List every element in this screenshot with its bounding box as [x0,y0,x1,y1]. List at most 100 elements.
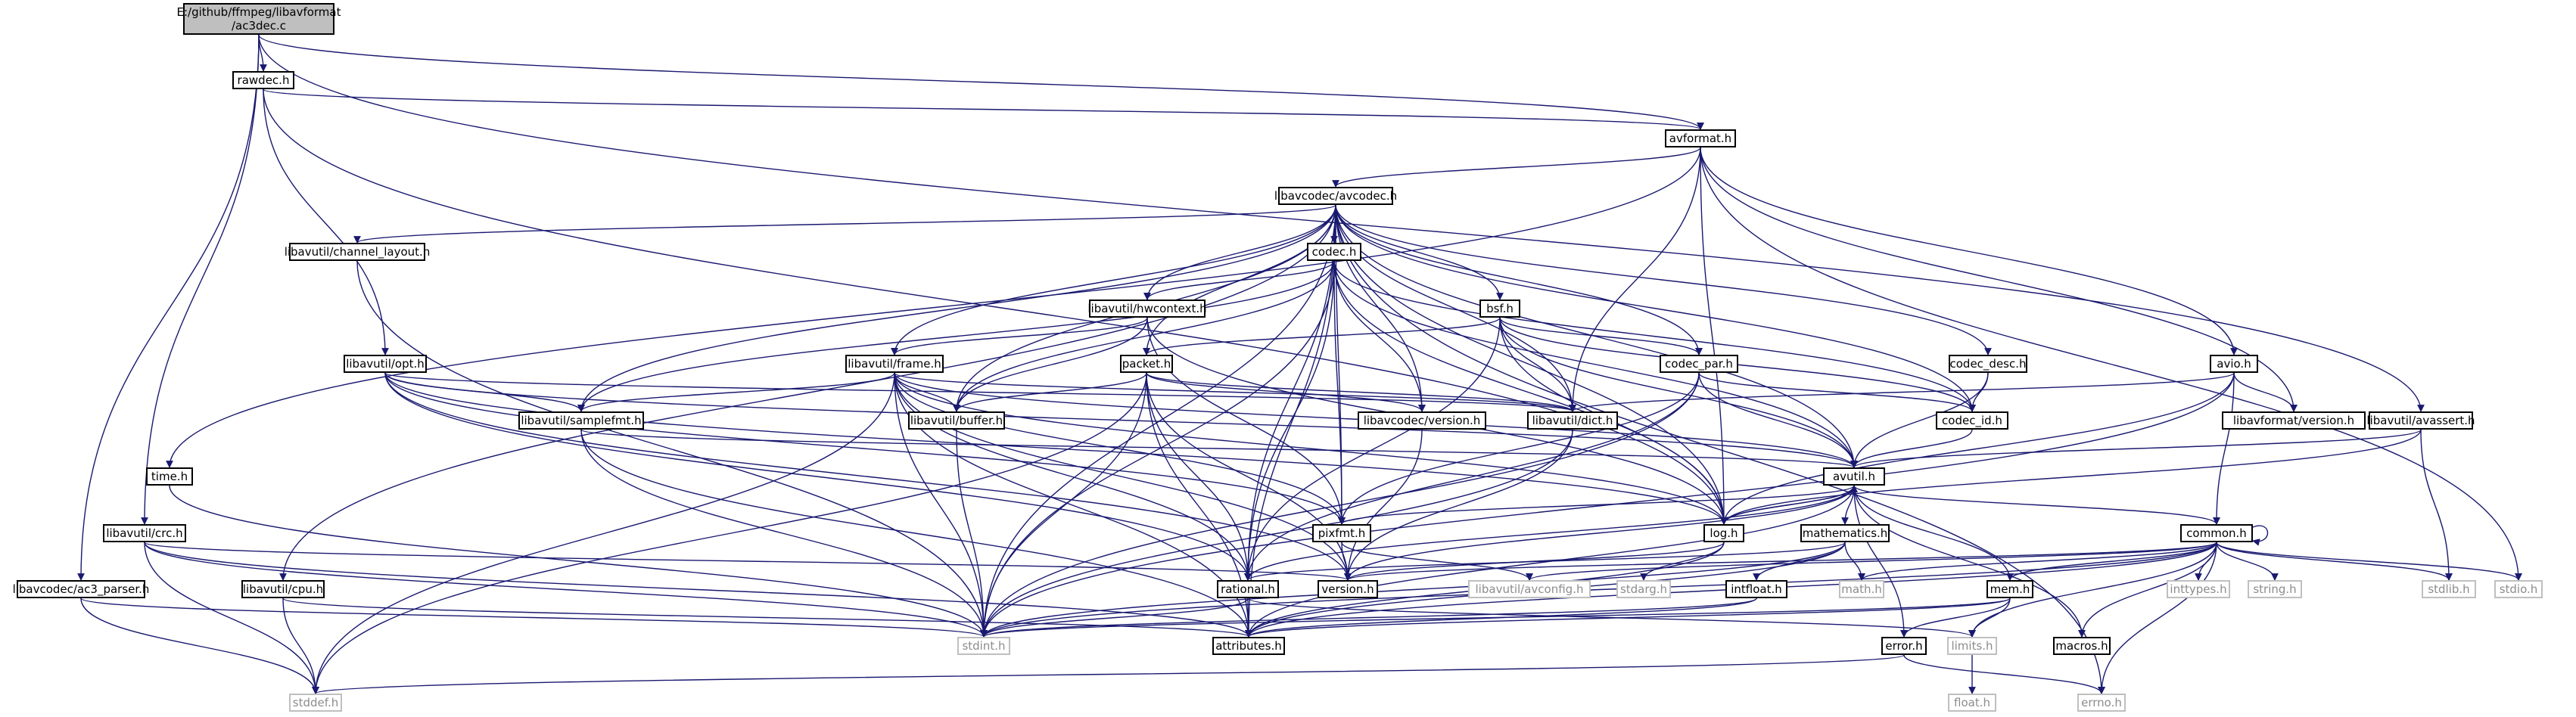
edge-opt-to-version [384,372,1352,581]
node-macros[interactable]: macros.h [2053,637,2111,655]
edge-avutil-to-macros [1853,485,2086,638]
node-avassert[interactable]: libavutil/avassert.h [2366,411,2475,430]
edge-codec-to-pixfmt [1333,260,1346,525]
edge-samplefmt-to-attributes [580,429,1252,638]
edge-avcodec-to-codec-par [1335,204,1703,355]
edge-common-to-math [1858,542,2217,581]
edge-common-to-errno [2098,542,2217,694]
edge-ac3-parser-to-stdint [80,598,988,638]
node-pixfmt[interactable]: pixfmt.h [1312,524,1371,542]
edge-error-to-stddef [312,654,1905,694]
edge-rational-to-stdint [980,598,1249,638]
edge-avformat-to-time [166,147,1701,468]
node-samplefmt[interactable]: libavutil/samplefmt.h [518,411,644,430]
node-log[interactable]: log.h [1703,524,1744,542]
node-cpu[interactable]: libavutil/cpu.h [241,580,325,598]
node-common[interactable]: common.h [2180,524,2253,542]
edge-common-to-string [2216,542,2279,581]
edge-avcodec-to-log [1335,204,1728,525]
node-crc[interactable]: libavutil/crc.h [103,524,186,542]
edge-bsf-to-codec-par [1499,317,1703,355]
edge-frame-to-samplefmt [577,372,895,412]
edge-avformat-to-avformat-version [1700,147,2298,412]
node-attributes[interactable]: attributes.h [1212,637,1285,655]
node-packet[interactable]: packet.h [1120,355,1173,373]
edge-cpu-to-attributes [282,598,1252,638]
edge-frame-to-stddef [312,372,895,694]
edge-rawdec-to-opt [263,88,389,355]
node-dict[interactable]: libavutil/dict.h [1527,411,1618,430]
node-version[interactable]: version.h [1318,580,1378,598]
edge-intfloat-to-stdint [980,598,1757,638]
edge-mem-to-attributes [1245,598,2011,638]
node-float: float.h [1948,694,1996,712]
node-math: math.h [1839,580,1884,598]
node-codec-desc[interactable]: codec_desc.h [1949,355,2027,373]
edge-opt-to-pixfmt [384,372,1346,525]
node-ac3-parser[interactable]: libavcodec/ac3_parser.h [13,580,149,598]
node-codec-par[interactable]: codec_par.h [1660,355,1738,373]
edge-bsf-to-packet [1143,317,1501,355]
node-mem[interactable]: mem.h [1986,580,2033,598]
node-rawdec[interactable]: rawdec.h [232,71,294,89]
edge-avio-to-log [1720,372,2235,525]
edge-packet-to-buffer [953,372,1147,412]
edge-mem-to-avutil [1850,485,2011,581]
edge-cpu-to-stddef [282,598,319,694]
node-codec-id[interactable]: codec_id.h [1936,411,2008,430]
node-rational[interactable]: rational.h [1217,580,1279,598]
edge-avcodec-to-bsf [1335,204,1504,300]
edge-error-to-errno [1903,654,2105,694]
edge-bsf-to-dict [1499,317,1576,412]
node-time[interactable]: time.h [146,467,193,486]
node-avutil[interactable]: avutil.h [1823,467,1885,486]
node-codec[interactable]: codec.h [1307,243,1361,261]
node-avio[interactable]: avio.h [2210,355,2258,373]
edge-avcodec-to-frame [891,204,1336,355]
node-avconfig: libavutil/avconfig.h [1468,580,1591,598]
node-error[interactable]: error.h [1881,637,1927,655]
edge-common-to-stdint [980,542,2217,638]
node-avformat[interactable]: avformat.h [1665,129,1736,147]
node-frame[interactable]: libavutil/frame.h [845,355,944,373]
node-avformat-version[interactable]: libavformat/version.h [2222,411,2366,430]
node-string: string.h [2248,580,2302,598]
edge-common-to-mem [2006,542,2217,581]
edge-avutil-to-rational [1244,485,1855,581]
node-opt[interactable]: libavutil/opt.h [344,355,427,373]
edge-opt-to-rational [384,372,1252,581]
edge-mem-to-stdint [980,598,2011,638]
edge-codec-to-avcodec-version [1333,260,1426,412]
edge-avcodec-to-samplefmt [577,204,1336,412]
edge-samplefmt-to-stdint [580,429,988,638]
edge-avcodec-to-attributes [1245,204,1336,638]
node-hwcontext[interactable]: libavutil/hwcontext.h [1087,300,1207,318]
node-avcodec-version[interactable]: libavcodec/version.h [1358,411,1486,430]
edge-frame-to-dict [894,372,1576,412]
edge-codec-to-hwcontext [1143,260,1335,300]
edge-avcodec-to-channel-layout [353,204,1336,244]
node-buffer[interactable]: libavutil/buffer.h [908,411,1005,430]
edge-avformat-to-avio [1700,147,2238,355]
edge-codec-to-samplefmt [577,260,1335,412]
node-avcodec[interactable]: libavcodec/avcodec.h [1274,187,1397,205]
node-mathematics[interactable]: mathematics.h [1800,524,1890,542]
edge-root-to-avformat [258,34,1704,130]
edge-mem-to-limits [1968,598,2011,638]
edge-ac3-parser-to-stddef [80,598,319,694]
edge-avutil-to-version [1344,485,1855,581]
node-bsf[interactable]: bsf.h [1479,300,1520,318]
edge-codec-par-to-codec-id [1698,372,1976,412]
node-intfloat[interactable]: intfloat.h [1725,580,1787,598]
edge-codec-to-codec-id [1333,260,1976,412]
edge-rawdec-to-log [263,88,1728,525]
edge-avcodec-to-cpu [279,204,1336,581]
root-file-path: E:/github/ffmpeg/libavformat [176,5,341,19]
node-channel-layout[interactable]: libavutil/channel_layout.h [285,243,430,261]
root-file-node: E:/github/ffmpeg/libavformat /ac3dec.c [177,3,341,35]
edge-packet-to-avcodec-version [1146,372,1426,412]
edge-avutil-to-pixfmt [1338,485,1855,525]
edge-crc-to-attributes [144,542,1252,638]
edge-avcodec-to-codec-id [1335,204,1976,412]
